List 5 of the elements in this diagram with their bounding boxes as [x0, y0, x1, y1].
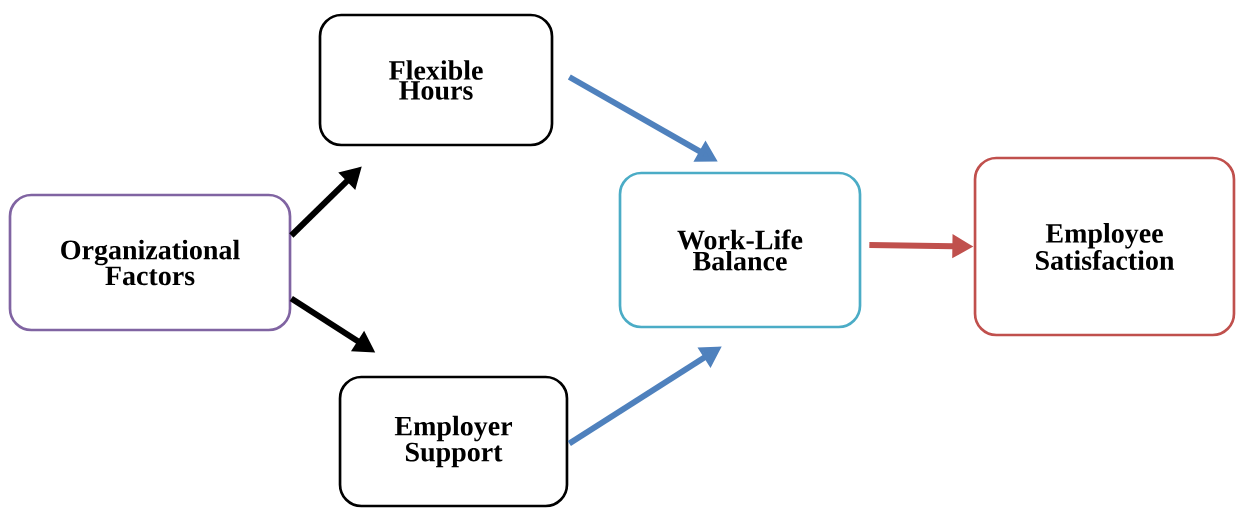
- process-box: Employer Support: [338, 375, 569, 508]
- process-box: Organizational Factors: [8, 193, 292, 332]
- process-box: Flexible Hours: [318, 13, 554, 147]
- process-box: Employee Satisfaction: [973, 156, 1236, 337]
- process-box: Work-Life Balance: [618, 171, 862, 329]
